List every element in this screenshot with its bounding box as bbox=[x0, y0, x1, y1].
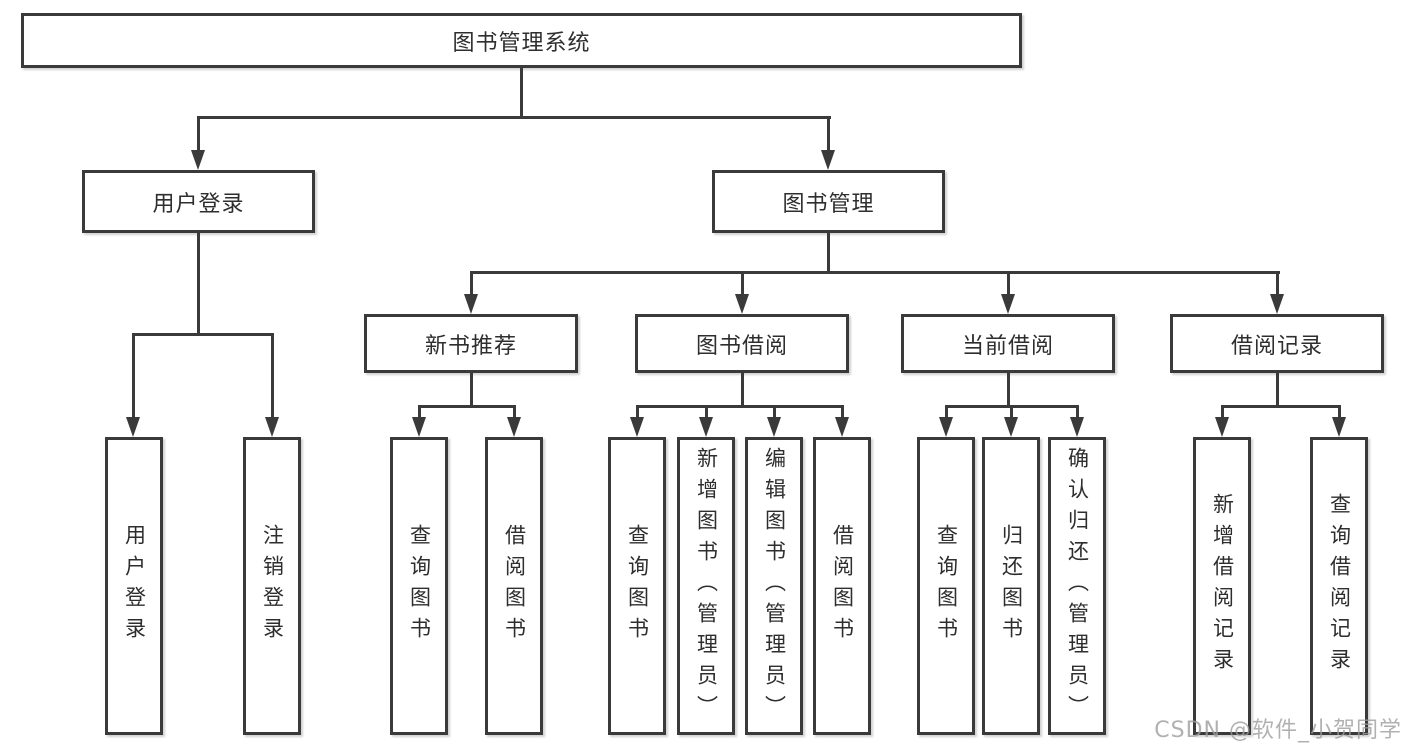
arrow-down-icon bbox=[835, 417, 849, 437]
node-label: 新增借阅记录 bbox=[1210, 493, 1235, 679]
arrow-down-icon bbox=[412, 417, 426, 437]
arrow-down-icon bbox=[699, 417, 713, 437]
arrow-down-icon bbox=[1270, 294, 1284, 314]
connector-user-login-vline bbox=[197, 233, 200, 336]
connector-book-mgmt-shaft bbox=[827, 116, 830, 152]
connector-book-mgmt-vline bbox=[827, 233, 830, 274]
node-label: 借阅记录 bbox=[1230, 333, 1323, 359]
arrow-down-icon bbox=[464, 294, 478, 314]
node-user-login: 用户登录 bbox=[82, 170, 315, 233]
leaf-confirm-return-admin: 确认归还（管理员） bbox=[1048, 437, 1106, 735]
leaf-return-books: 归还图书 bbox=[982, 437, 1040, 735]
leaf-edit-books-admin: 编辑图书（管理员） bbox=[745, 437, 803, 735]
arrow-down-icon bbox=[265, 417, 279, 437]
arrow-down-icon bbox=[821, 150, 835, 170]
node-label: 借阅图书 bbox=[830, 524, 855, 648]
connector-current-vline bbox=[1007, 373, 1010, 408]
leaf-query-books-current: 查询图书 bbox=[917, 437, 975, 735]
node-label: 用户登录 bbox=[122, 524, 147, 648]
node-label: 归还图书 bbox=[999, 524, 1024, 648]
arrow-down-icon bbox=[1001, 294, 1015, 314]
leaf-add-borrow-record: 新增借阅记录 bbox=[1193, 437, 1251, 735]
arrow-down-icon bbox=[1332, 417, 1346, 437]
node-label: 借阅图书 bbox=[502, 524, 527, 648]
node-label: 查询图书 bbox=[934, 524, 959, 648]
node-book-management: 图书管理 bbox=[712, 170, 945, 233]
node-label: 编辑图书（管理员） bbox=[762, 446, 787, 726]
node-label: 查询借阅记录 bbox=[1327, 493, 1352, 679]
node-label: 新增图书（管理员） bbox=[694, 446, 719, 726]
connector-level3-shaft bbox=[1007, 271, 1010, 297]
node-label: 注销登录 bbox=[260, 524, 285, 648]
connector-leaf-shaft bbox=[1010, 405, 1013, 419]
leaf-query-books-borrowing: 查询图书 bbox=[608, 437, 666, 735]
leaf-logout: 注销登录 bbox=[243, 437, 301, 735]
node-library-management-system: 图书管理系统 bbox=[21, 13, 1022, 68]
connector-recommend-vline bbox=[470, 373, 473, 408]
connector-leaf-shaft bbox=[271, 333, 274, 421]
leaf-borrow-books-recommend: 借阅图书 bbox=[485, 437, 543, 735]
connector-level3-shaft bbox=[470, 271, 473, 297]
connector-book-mgmt-hline bbox=[470, 271, 1280, 274]
arrow-down-icon bbox=[126, 417, 140, 437]
connector-leaf-shaft bbox=[1221, 405, 1224, 419]
arrow-down-icon bbox=[939, 417, 953, 437]
connector-leaf-shaft bbox=[705, 405, 708, 419]
connector-recommend-hline bbox=[418, 405, 516, 408]
connector-records-vline bbox=[1276, 373, 1279, 408]
arrow-down-icon bbox=[507, 417, 521, 437]
node-label: 用户登录 bbox=[152, 191, 245, 217]
connector-leaf-shaft bbox=[132, 333, 135, 421]
arrow-down-icon bbox=[767, 417, 781, 437]
connector-level3-shaft bbox=[1276, 271, 1279, 297]
connector-borrowing-hline bbox=[636, 405, 844, 408]
node-label: 图书借阅 bbox=[695, 333, 788, 359]
node-label: 确认归还（管理员） bbox=[1065, 446, 1090, 726]
node-label: 图书管理 bbox=[782, 191, 875, 217]
connector-level3-shaft bbox=[741, 271, 744, 297]
leaf-add-books-admin: 新增图书（管理员） bbox=[677, 437, 735, 735]
leaf-query-books-recommend: 查询图书 bbox=[390, 437, 448, 735]
leaf-user-login: 用户登录 bbox=[105, 437, 163, 735]
node-book-borrowing: 图书借阅 bbox=[635, 314, 849, 373]
node-label: 查询图书 bbox=[625, 524, 650, 648]
connector-leaf-shaft bbox=[773, 405, 776, 419]
leaf-borrow-books: 借阅图书 bbox=[813, 437, 871, 735]
connector-leaf-shaft bbox=[418, 405, 421, 419]
node-label: 查询图书 bbox=[407, 524, 432, 648]
connector-user-login-shaft bbox=[197, 116, 200, 152]
csdn-watermark: CSDN @软件_小贺同学 bbox=[1154, 718, 1402, 743]
connector-leaf-shaft bbox=[636, 405, 639, 419]
connector-root-vline bbox=[520, 68, 523, 117]
connector-root-hline bbox=[197, 116, 831, 119]
connector-records-hline bbox=[1221, 405, 1341, 408]
arrow-down-icon bbox=[1070, 417, 1084, 437]
connector-borrowing-vline bbox=[741, 373, 744, 408]
arrow-down-icon bbox=[191, 150, 205, 170]
connector-leaf-shaft bbox=[841, 405, 844, 419]
connector-leaf-shaft bbox=[1076, 405, 1079, 419]
connector-leaf-shaft bbox=[945, 405, 948, 419]
node-label: 当前借阅 bbox=[961, 333, 1054, 359]
connector-user-login-hline bbox=[133, 333, 274, 336]
arrow-down-icon bbox=[630, 417, 644, 437]
node-current-borrowing: 当前借阅 bbox=[901, 314, 1115, 373]
leaf-query-borrow-record: 查询借阅记录 bbox=[1310, 437, 1368, 735]
arrow-down-icon bbox=[1004, 417, 1018, 437]
node-label: 新书推荐 bbox=[424, 333, 517, 359]
connector-leaf-shaft bbox=[1338, 405, 1341, 419]
node-borrowing-records: 借阅记录 bbox=[1170, 314, 1384, 373]
arrow-down-icon bbox=[1215, 417, 1229, 437]
connector-leaf-shaft bbox=[513, 405, 516, 419]
node-label: 图书管理系统 bbox=[452, 30, 591, 56]
node-new-book-recommend: 新书推荐 bbox=[364, 314, 578, 373]
arrow-down-icon bbox=[735, 294, 749, 314]
